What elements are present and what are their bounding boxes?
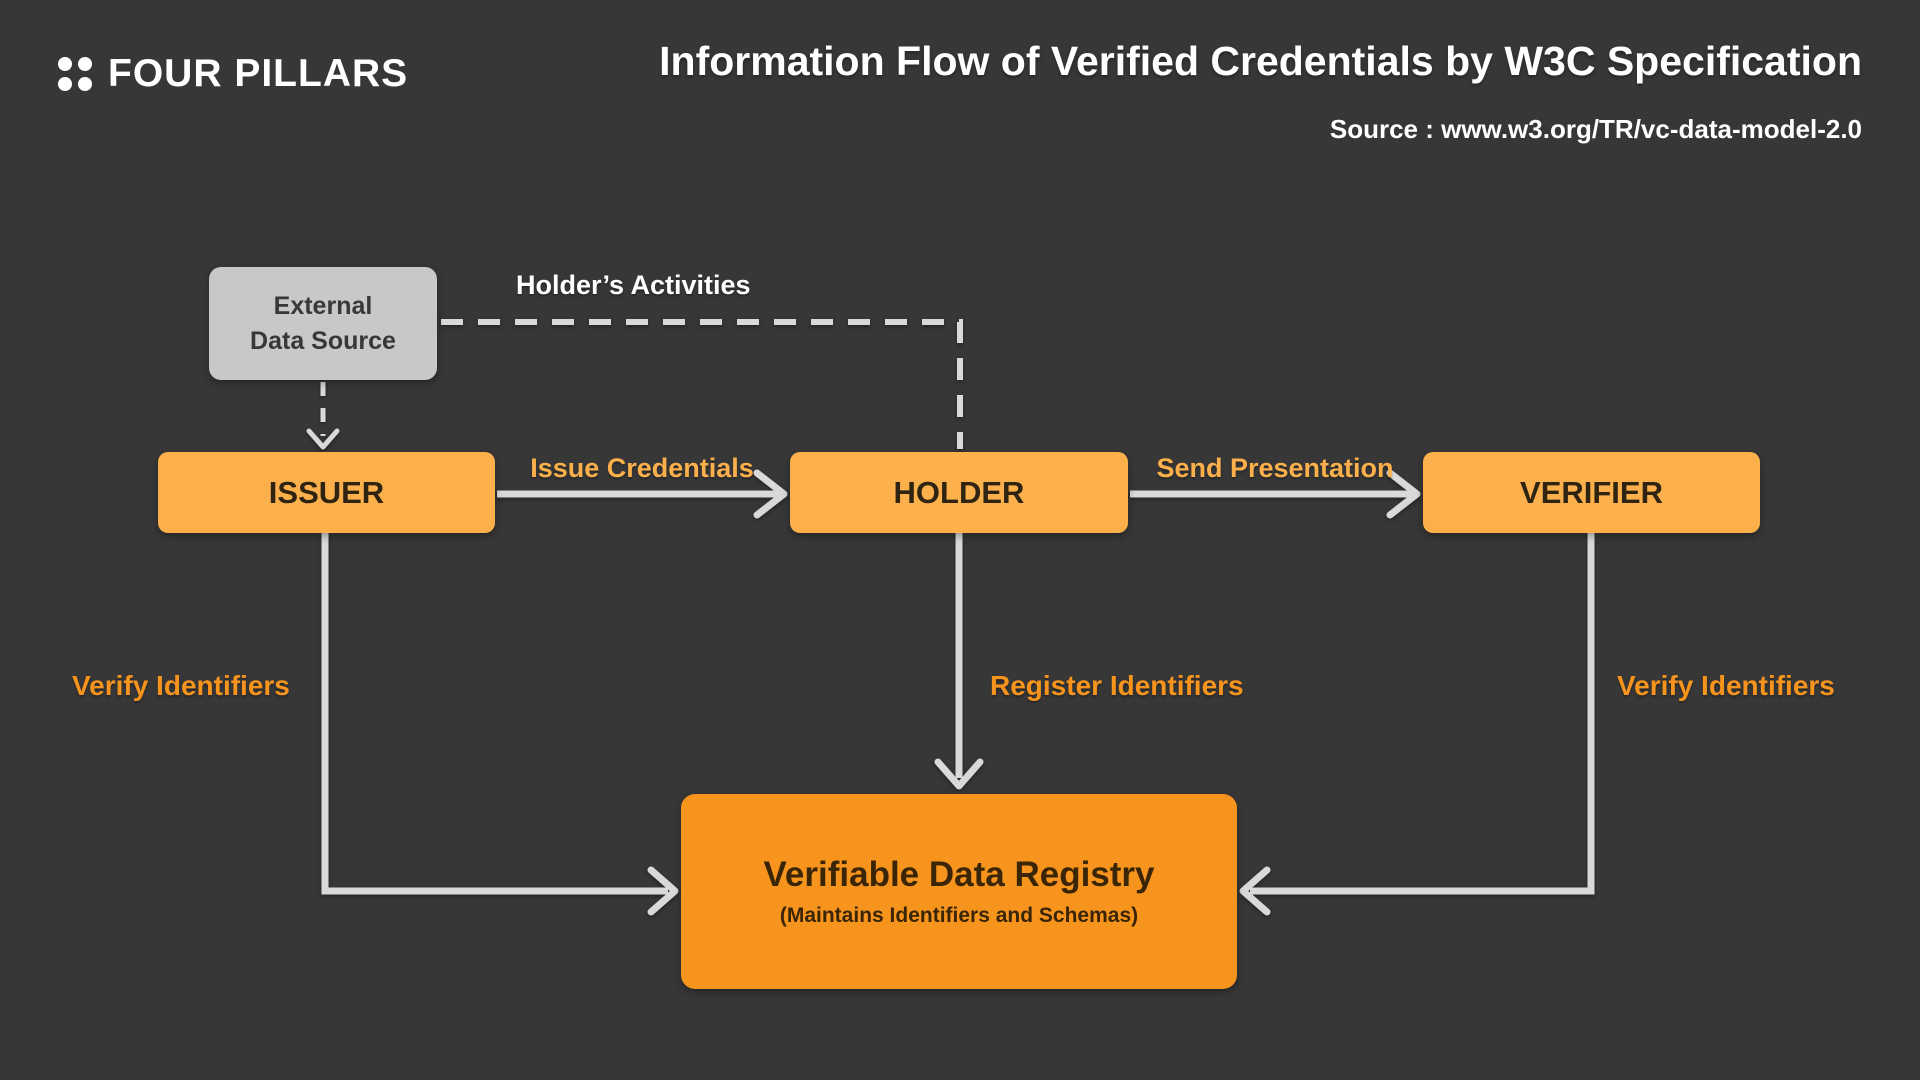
arrowhead-right-send bbox=[1386, 469, 1421, 519]
holder-label: HOLDER bbox=[893, 474, 1025, 510]
registry-subtitle: (Maintains Identifiers and Schemas) bbox=[779, 904, 1139, 927]
arrowhead-down-eds-issuer bbox=[306, 428, 340, 450]
edge-verifier-to-registry bbox=[1250, 533, 1595, 895]
page-title: Information Flow of Verified Credentials… bbox=[659, 38, 1862, 84]
four-dots-icon bbox=[58, 57, 92, 91]
arrowhead-right-issue bbox=[753, 469, 788, 519]
edge-label-register-identifiers: Register Identifiers bbox=[990, 670, 1244, 701]
logo-text: FOUR PILLARS bbox=[108, 52, 409, 95]
source-reference: Source : www.w3.org/TR/vc-data-model-2.0 bbox=[1329, 114, 1862, 144]
node-verifiable-data-registry: Verifiable Data Registry (Maintains Iden… bbox=[681, 794, 1237, 989]
four-pillars-logo: FOUR PILLARS bbox=[58, 52, 408, 96]
node-external-data-source: External Data Source bbox=[209, 267, 437, 380]
node-verifier: VERIFIER bbox=[1423, 452, 1760, 533]
edge-label-send-presentation: Send Presentation bbox=[1156, 453, 1394, 483]
registry-title: Verifiable Data Registry bbox=[763, 855, 1155, 894]
arrowhead-down-registry-top bbox=[934, 758, 984, 790]
arrowhead-right-registry-left bbox=[647, 866, 679, 916]
node-holder: HOLDER bbox=[790, 452, 1128, 533]
eds-label-line2: Data Source bbox=[250, 326, 396, 355]
edge-eds-to-holder-dashed bbox=[441, 319, 963, 449]
edge-label-verify-identifiers-right: Verify Identifiers bbox=[1617, 670, 1835, 701]
node-issuer: ISSUER bbox=[158, 452, 495, 533]
issuer-label: ISSUER bbox=[268, 474, 385, 510]
arrowhead-left-registry-right bbox=[1239, 866, 1271, 916]
edge-label-verify-identifiers-left: Verify Identifiers bbox=[72, 670, 290, 701]
edge-issuer-to-registry bbox=[321, 533, 668, 895]
verifier-label: VERIFIER bbox=[1520, 474, 1663, 510]
edge-label-holders-activities: Holder’s Activities bbox=[516, 270, 751, 300]
edge-label-issue-credentials: Issue Credentials bbox=[530, 453, 754, 483]
eds-label-line1: External bbox=[273, 291, 373, 320]
